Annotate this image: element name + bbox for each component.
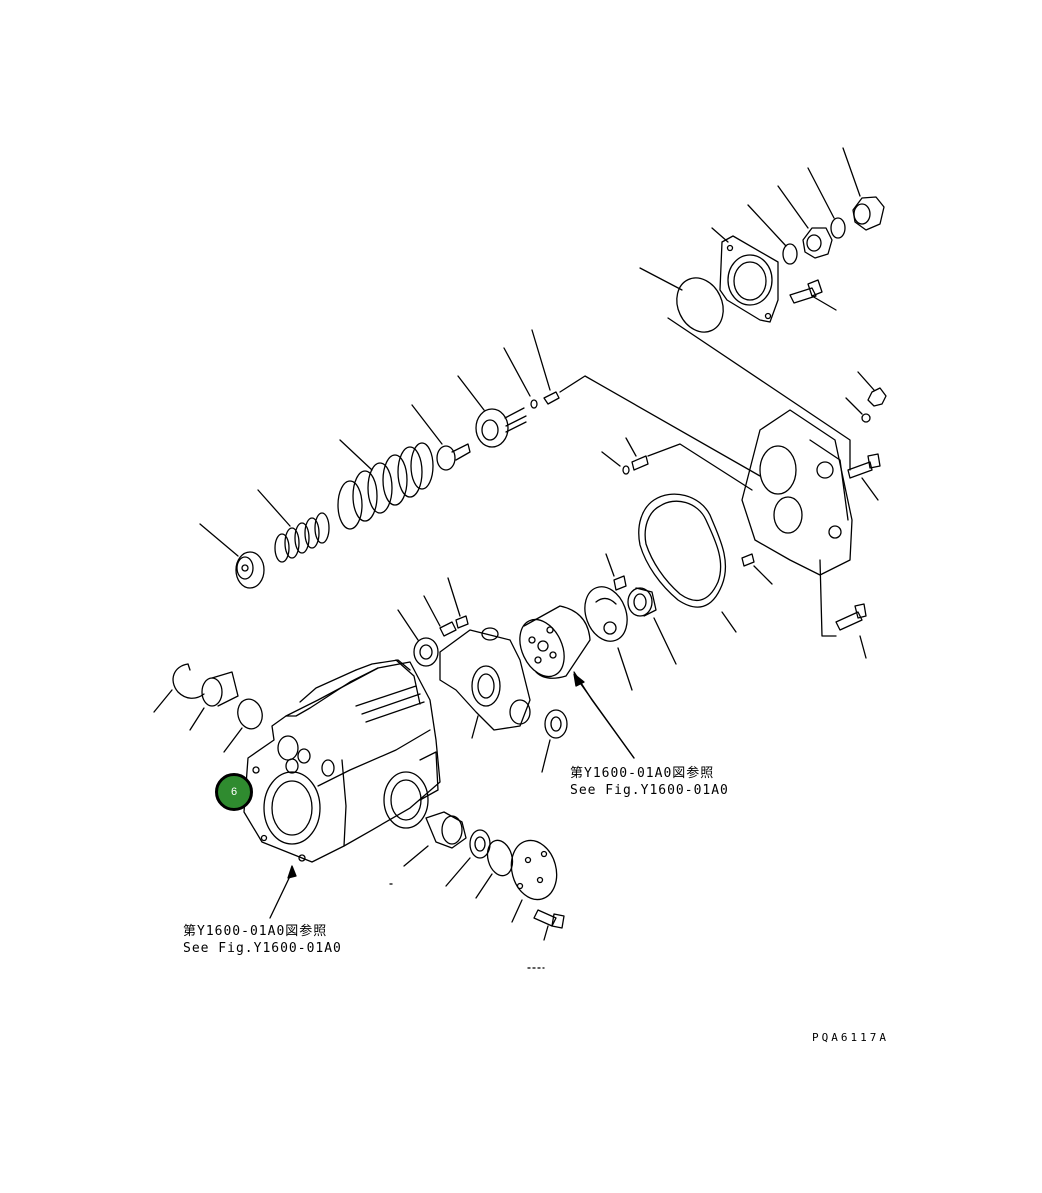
shaft-part bbox=[189, 671, 239, 731]
reference-en-text: See Fig.Y1600-01A0 bbox=[183, 941, 342, 956]
reference-en-text: See Fig.Y1600-01A0 bbox=[570, 783, 729, 798]
assembly-line-middle bbox=[559, 375, 761, 477]
housing-bolt-upper-part bbox=[847, 453, 881, 501]
spring-seat-part bbox=[199, 523, 265, 589]
dowel-pins-part bbox=[601, 437, 753, 491]
end-cover-part bbox=[510, 839, 558, 923]
callout-number-badge[interactable]: 6 bbox=[215, 773, 253, 811]
reference-jp-text: 第Y1600-01A0図参照 bbox=[183, 924, 328, 939]
pin-yoke-part bbox=[423, 577, 469, 637]
o-ring-large-part bbox=[639, 267, 724, 333]
ref-arrow-body bbox=[269, 865, 297, 919]
drawing-code: PQA6117A bbox=[812, 1031, 889, 1044]
plug-part bbox=[531, 329, 560, 405]
shoe-retainer-part bbox=[397, 609, 439, 667]
pin-small-part bbox=[503, 347, 538, 409]
o-ring-left-part bbox=[223, 698, 263, 753]
end-housing-part bbox=[741, 409, 853, 576]
housing-bolt-lower-part bbox=[819, 559, 867, 659]
cap-nut-part bbox=[842, 147, 885, 231]
adjust-screw-part bbox=[457, 375, 527, 448]
assembly-line-top bbox=[667, 317, 851, 471]
washer-lower-part bbox=[445, 829, 491, 887]
spring-guide-part bbox=[411, 404, 471, 471]
washer-small-part bbox=[807, 167, 846, 239]
pin-housing-part bbox=[741, 553, 773, 585]
reference-jp-text: 第Y1600-01A0図参照 bbox=[570, 766, 715, 781]
figure-reference-cylinder: 第Y1600-01A0図参照 See Fig.Y1600-01A0 bbox=[570, 765, 729, 799]
yoke-part bbox=[439, 627, 531, 739]
inner-spring-part bbox=[257, 489, 330, 563]
hex-nut-part bbox=[777, 185, 833, 259]
bearing-side-part bbox=[541, 709, 568, 773]
hex-plug-part bbox=[857, 371, 887, 407]
outer-spring-part bbox=[337, 439, 434, 530]
figure-reference-body: 第Y1600-01A0図参照 See Fig.Y1600-01A0 bbox=[183, 923, 342, 957]
piston-part bbox=[403, 811, 467, 867]
o-ring-lower-part bbox=[475, 839, 514, 899]
o-ring-small-part bbox=[747, 204, 798, 265]
cover-bolt-part bbox=[533, 909, 565, 941]
pump-body-part bbox=[243, 659, 441, 863]
snap-ring-part bbox=[153, 663, 205, 713]
gasket-part bbox=[638, 493, 737, 633]
flange-bolt-part bbox=[789, 279, 837, 311]
cover-flange-part bbox=[711, 227, 779, 323]
valve-plate-part bbox=[584, 553, 633, 691]
bearing-part bbox=[627, 587, 677, 665]
small-ball-part bbox=[845, 397, 871, 423]
ref-arrow-cylinder bbox=[573, 673, 635, 759]
